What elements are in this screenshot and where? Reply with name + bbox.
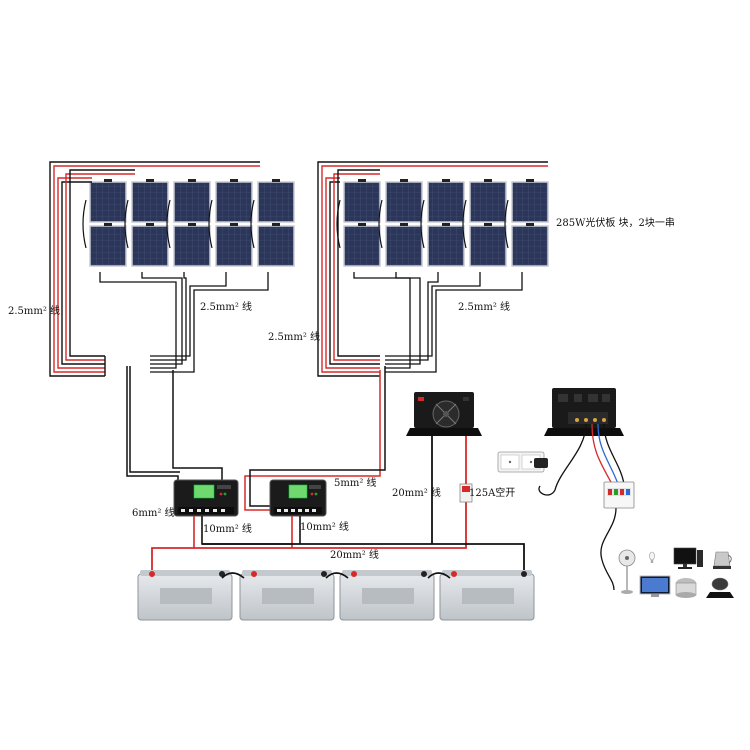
charge-controller-2 [269,479,327,517]
left-panel-bottom-4 [215,223,253,267]
household-loads [618,547,734,598]
right-series-link-5 [504,199,509,249]
inverter2-output-cables [538,423,625,591]
right-series-link-2 [378,199,383,249]
right-panel-top-1 [343,179,381,223]
battery-interconnects [221,572,451,579]
tv-icon [639,575,671,597]
right-array-outer-cable [317,161,548,377]
battery-1 [137,570,233,621]
label-wire-ctrl1-batt: 10mm² 线 [203,522,252,535]
label-wire-right-inner: 2.5mm² 线 [458,300,510,313]
controller2-pv-cable [244,366,386,511]
label-panel-spec: 285W光伏板 块，2块一串 [556,216,675,229]
battery-bus-cable [151,430,525,578]
left-panel-bottom-2 [131,223,169,267]
inverter-1 [406,392,482,436]
battery-2 [239,570,335,621]
distribution-box [603,481,635,509]
power-socket [497,451,548,473]
label-wire-right-outer: 2.5mm² 线 [268,330,320,343]
left-panel-top-1 [89,179,127,223]
label-wire-left-inner: 2.5mm² 线 [200,300,252,313]
left-array-outer-cable [49,161,260,377]
label-wire-ctrl2-pv: 5mm² 线 [334,476,377,489]
battery-3 [339,570,435,621]
left-solar-array [82,179,295,267]
left-array-inner-cable [99,272,269,373]
breaker-125a [459,483,473,503]
induction-cooker-icon [706,577,734,598]
light-bulb-icon [649,551,655,563]
label-wire-ctrl2-batt: 10mm² 线 [300,520,349,533]
right-series-link-1 [336,199,341,249]
right-series-link-4 [462,199,467,249]
left-panel-top-2 [131,179,169,223]
right-series-link-3 [420,199,425,249]
left-series-link-1 [82,199,87,249]
fan-icon [618,549,636,594]
label-wire-ctrl1-pv: 6mm² 线 [132,506,175,519]
charge-controller-1 [173,479,239,517]
right-panel-bottom-3 [427,223,465,267]
label-wire-left-outer: 2.5mm² 线 [8,304,60,317]
label-breaker: 125A空开 [469,486,515,499]
right-panel-bottom-4 [469,223,507,267]
left-panel-bottom-1 [89,223,127,267]
inverter-2 [544,388,624,436]
controller1-pv-cable [126,366,223,484]
left-series-link-2 [124,199,129,249]
rice-cooker-icon [675,578,697,598]
battery-bank [137,570,535,621]
right-panel-top-5 [511,179,549,223]
right-panel-top-4 [469,179,507,223]
left-panel-bottom-3 [173,223,211,267]
left-panel-top-4 [215,179,253,223]
left-series-link-5 [250,199,255,249]
right-panel-bottom-2 [385,223,423,267]
left-panel-top-3 [173,179,211,223]
left-series-link-3 [166,199,171,249]
right-panel-bottom-5 [511,223,549,267]
right-panel-top-2 [385,179,423,223]
monitor-icon [673,547,703,569]
label-wire-inverter1: 20mm² 线 [392,486,441,499]
left-panel-bottom-5 [257,223,295,267]
right-panel-top-3 [427,179,465,223]
right-panel-bottom-1 [343,223,381,267]
right-solar-array [336,179,549,267]
left-series-link-4 [208,199,213,249]
battery-4 [439,570,535,621]
right-array-inner-cable [353,272,523,373]
left-panel-top-5 [257,179,295,223]
kettle-icon [713,551,732,569]
label-wire-battery-bus: 20mm² 线 [330,548,379,561]
